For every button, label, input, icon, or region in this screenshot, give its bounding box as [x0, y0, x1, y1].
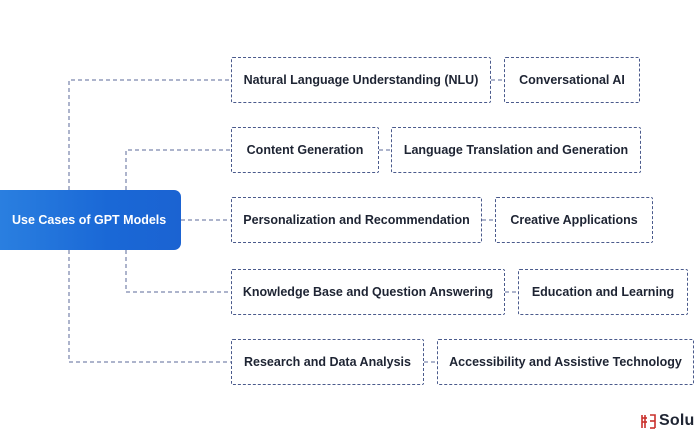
node-label: Conversational AI — [519, 73, 625, 87]
node-label: Knowledge Base and Question Answering — [242, 285, 494, 299]
node-accessibility: Accessibility and Assistive Technology — [437, 339, 694, 385]
node-label: Education and Learning — [531, 285, 675, 299]
node-label: Language Translation and Generation — [403, 143, 629, 157]
node-education: Education and Learning — [518, 269, 688, 315]
brand-mark-icon — [641, 413, 656, 429]
node-nlu: Natural Language Understanding (NLU) — [231, 57, 491, 103]
node-label: Accessibility and Assistive Technology — [449, 355, 682, 369]
node-research: Research and Data Analysis — [231, 339, 424, 385]
node-label: Personalization and Recommendation — [243, 213, 470, 227]
connector-row-4 — [125, 250, 231, 293]
root-node-label: Use Cases of GPT Models — [12, 213, 167, 227]
root-node: Use Cases of GPT Models — [0, 190, 181, 250]
node-content-generation: Content Generation — [231, 127, 379, 173]
node-label: Natural Language Understanding (NLU) — [243, 73, 479, 87]
node-personalization: Personalization and Recommendation — [231, 197, 482, 243]
node-conversational-ai: Conversational AI — [504, 57, 640, 103]
node-knowledge-base: Knowledge Base and Question Answering — [231, 269, 505, 315]
node-creative-applications: Creative Applications — [495, 197, 653, 243]
node-label: Creative Applications — [510, 213, 638, 227]
connector-row-1 — [68, 79, 231, 190]
node-label: Research and Data Analysis — [244, 355, 411, 369]
connector-row-2 — [125, 149, 231, 190]
brand-text: Solu — [659, 412, 695, 429]
brand-logo: Solu — [641, 410, 694, 432]
connector-row-5 — [68, 250, 231, 363]
node-language-translation: Language Translation and Generation — [391, 127, 641, 173]
node-label: Content Generation — [246, 143, 364, 157]
